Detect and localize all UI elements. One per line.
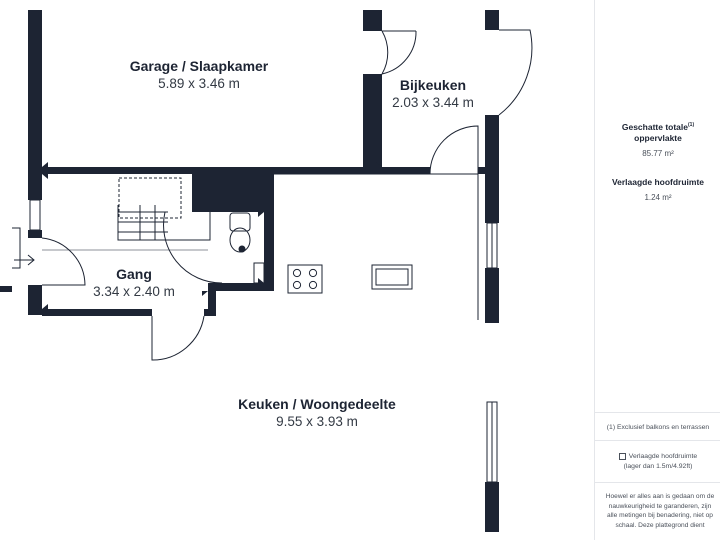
- wall: [485, 268, 499, 323]
- stairs: [117, 177, 211, 241]
- stairs-void: [118, 177, 182, 219]
- burner: [308, 280, 318, 290]
- room-dimensions: 2.03 x 3.44 m: [392, 95, 474, 110]
- total-area-title: Geschatte totale(1) oppervlakte: [595, 120, 720, 144]
- room-name: Garage / Slaapkamer: [129, 58, 269, 74]
- floor-plan: [0, 10, 533, 532]
- room-dimensions: 9.55 x 3.93 m: [276, 414, 358, 429]
- wall: [478, 167, 486, 174]
- wall: [264, 174, 274, 289]
- stairs-outline: [117, 205, 170, 241]
- toilet-tank: [229, 212, 251, 232]
- wall: [0, 286, 12, 292]
- markers: [42, 162, 382, 309]
- wall: [42, 167, 430, 174]
- burner: [292, 268, 302, 278]
- door-arc: [381, 30, 389, 75]
- door-arc: [41, 237, 86, 286]
- door-arc: [429, 125, 479, 175]
- windows: [29, 199, 498, 483]
- burner: [308, 268, 318, 278]
- room-label-keuken: Keuken / Woongedeelte 9.55 x 3.93 m: [238, 396, 396, 430]
- marker: [376, 162, 382, 167]
- marker: [258, 212, 264, 217]
- room-label-garage: Garage / Slaapkamer 5.89 x 3.46 m: [130, 58, 269, 92]
- kitchen-sink-basin: [375, 268, 409, 286]
- wall: [485, 10, 499, 30]
- burner: [292, 280, 302, 290]
- marker: [42, 304, 48, 309]
- wall: [28, 285, 42, 315]
- entrance-arrow-icon: [14, 254, 35, 266]
- divider: [595, 412, 720, 413]
- total-area-title-line1: Geschatte totale: [621, 121, 688, 132]
- low-ceiling-value: 1.24 m²: [644, 193, 672, 202]
- wall: [485, 115, 499, 223]
- window: [29, 199, 41, 231]
- disclaimer: Hoewel er alles aan is gedaan om de nauw…: [605, 493, 715, 529]
- door-arc: [163, 211, 223, 284]
- room-name: Bijkeuken: [399, 77, 467, 93]
- doors: [12, 29, 533, 361]
- room-dimensions: 5.89 x 3.46 m: [158, 76, 240, 91]
- low-ceiling-block: Verlaagde hoofdruimte 1.24 m²: [595, 177, 720, 203]
- legend-line1: Verlaagde hoofdruimte: [628, 453, 698, 460]
- divider: [595, 440, 720, 441]
- door-arc: [151, 315, 205, 361]
- low-ceiling-title: Verlaagde hoofdruimte: [611, 177, 705, 187]
- wall: [208, 283, 274, 291]
- legend: Verlaagde hoofdruimte (lager dan 1.5m/4.…: [595, 452, 720, 471]
- total-area-value: 85.77 m²: [642, 148, 674, 158]
- door-arc: [381, 30, 417, 75]
- wall: [208, 283, 216, 316]
- room-dimensions: 3.34 x 2.40 m: [93, 284, 175, 299]
- total-area-title-line2: oppervlakte: [634, 132, 682, 143]
- wall: [42, 309, 152, 316]
- wall: [363, 10, 382, 31]
- kitchen-sink: [371, 264, 413, 290]
- door-arc: [498, 29, 533, 116]
- marker: [202, 291, 208, 296]
- cooktop: [287, 264, 323, 294]
- footnote: (1) Exclusief balkons en terrassen: [606, 424, 710, 431]
- wall: [28, 230, 42, 238]
- marker: [258, 278, 264, 283]
- toilet: [229, 212, 265, 284]
- footnote-ref: (1): [688, 122, 695, 128]
- wall: [363, 74, 382, 174]
- wall: [28, 10, 42, 170]
- kitchen-fixtures: [287, 264, 413, 294]
- marker: [42, 162, 48, 167]
- divider: [595, 482, 720, 483]
- walls: [0, 10, 499, 532]
- room-label-bijkeuken: Bijkeuken 2.03 x 3.44 m: [392, 77, 474, 111]
- info-panel: Geschatte totale(1) oppervlakte 85.77 m²…: [594, 0, 720, 540]
- checkbox-icon: [618, 452, 626, 460]
- stairs-landing: [170, 212, 211, 241]
- entrance-frame: [12, 227, 21, 269]
- wall: [192, 174, 274, 212]
- wall: [28, 170, 42, 200]
- toilet-drain: [238, 245, 246, 253]
- legend-line2: (lager dan 1.5m/4.92ft): [623, 462, 693, 470]
- wall: [485, 482, 499, 532]
- room-name: Gang: [116, 266, 152, 282]
- room-label-gang: Gang 3.34 x 2.40 m: [93, 266, 175, 300]
- marker: [42, 174, 48, 179]
- room-name: Keuken / Woongedeelte: [238, 396, 396, 412]
- toilet-bowl: [229, 227, 251, 253]
- total-area-block: Geschatte totale(1) oppervlakte 85.77 m²: [595, 120, 720, 159]
